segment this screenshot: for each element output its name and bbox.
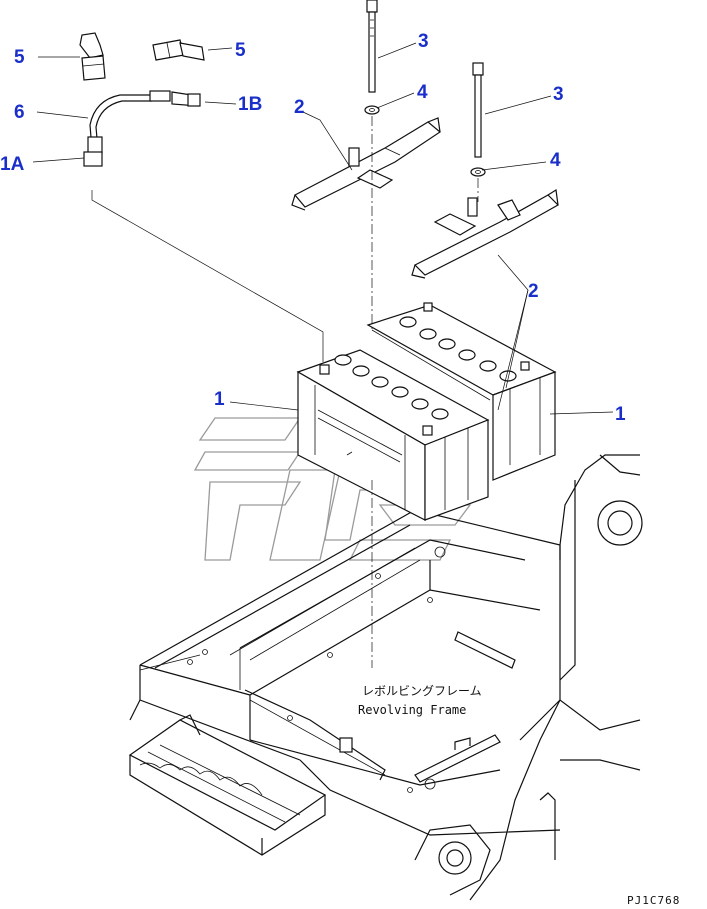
callout-1-left: 1 <box>214 389 225 410</box>
frame-label-jp: レボルビングフレーム <box>362 684 482 698</box>
callout-4-top: 4 <box>417 82 428 103</box>
callout-2-top: 2 <box>294 97 305 118</box>
battery-left <box>296 349 490 521</box>
callout-3-top: 3 <box>418 31 429 52</box>
callout-1A: 1A <box>0 154 25 175</box>
callout-1B: 1B <box>238 94 262 115</box>
callout-2-right: 2 <box>528 281 539 302</box>
callout-1-right: 1 <box>615 404 626 425</box>
hold-down-bracket-lower <box>411 188 559 279</box>
washer-lower <box>470 167 486 177</box>
washer-upper <box>364 105 380 115</box>
callout-3-right: 3 <box>553 84 564 105</box>
revolving-frame <box>129 509 561 836</box>
alignment-lines <box>371 116 479 668</box>
step <box>128 714 327 856</box>
callout-4-right: 4 <box>550 150 561 171</box>
leader-lines <box>32 42 614 415</box>
callout-5-left: 5 <box>14 47 25 68</box>
frame-label-en: Revolving Frame <box>358 703 466 717</box>
terminal-cap-right <box>152 39 205 61</box>
bolt-upper <box>366 0 378 93</box>
hold-down-bracket-upper <box>291 117 442 211</box>
callout-6: 6 <box>14 102 25 123</box>
drawing-number: PJ1C768 <box>627 894 680 907</box>
boom-bracket <box>414 454 643 901</box>
battery-right <box>366 302 557 481</box>
bolt-lower <box>472 62 484 158</box>
terminal-cap-left <box>79 32 106 81</box>
battery-cable <box>83 90 201 167</box>
callout-5-right: 5 <box>235 40 246 61</box>
